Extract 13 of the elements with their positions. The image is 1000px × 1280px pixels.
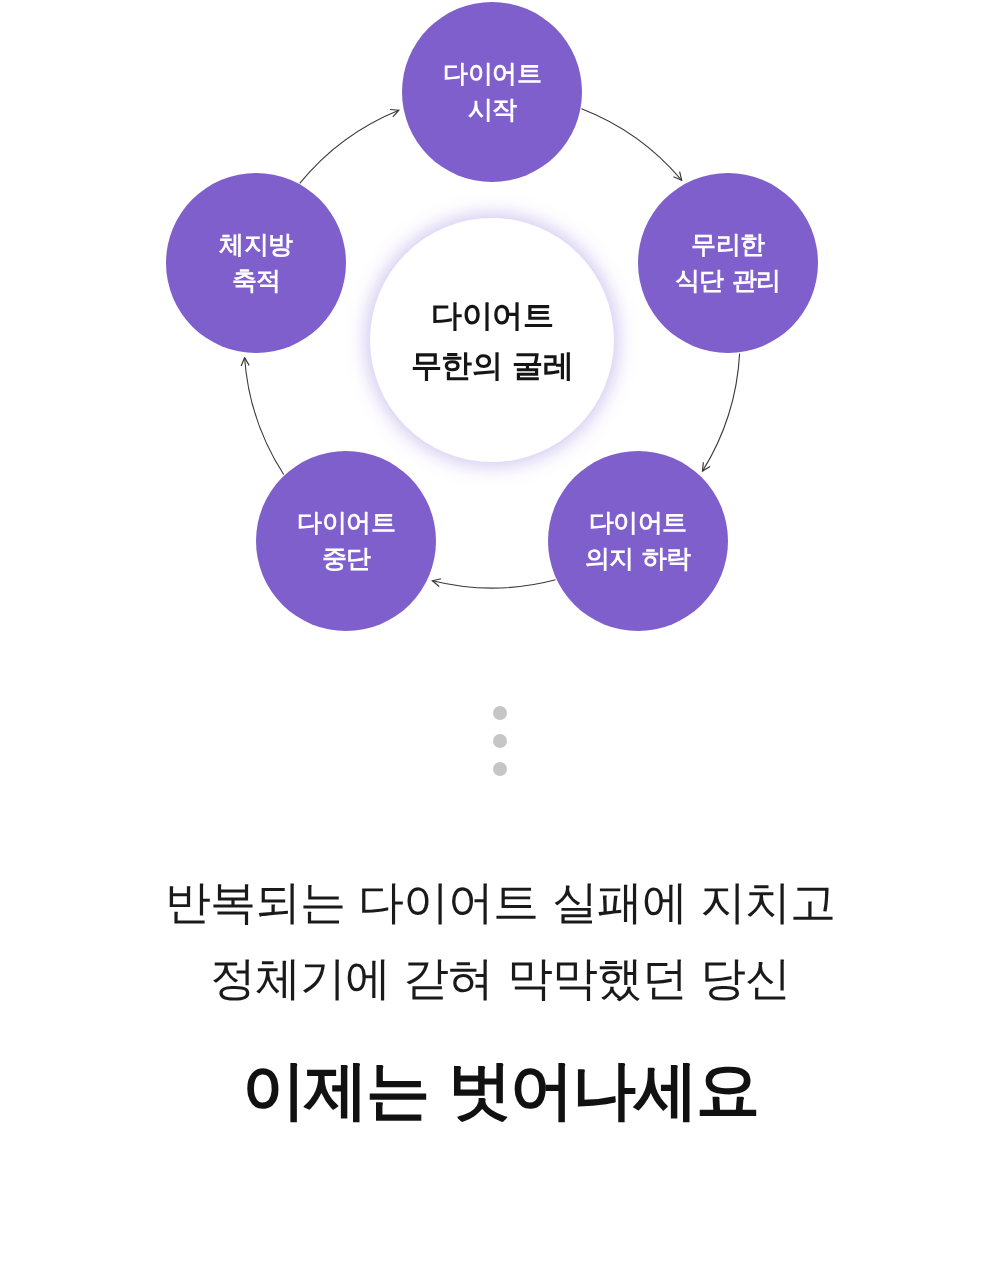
arrow — [431, 577, 557, 589]
arrow — [580, 108, 683, 181]
step-label: 다이어트 중단 — [296, 506, 397, 575]
step-label: 다이어트 시작 — [442, 58, 542, 126]
arrow — [701, 353, 741, 472]
arrow — [241, 357, 285, 476]
cycle-title: 다이어트 무한의 굴레 — [409, 296, 575, 385]
intro-paragraph: 반복되는 다이어트 실패에 지치고 정체기에 갇혀 막막했던 당신 — [163, 874, 837, 1007]
arrow — [299, 109, 400, 184]
step-label: 다이어트 의지 하락 — [583, 506, 692, 575]
step-label: 체지방 축적 — [218, 229, 294, 298]
headline: 이제는 벗어나세요 — [240, 1052, 760, 1129]
step-label: 무리한 식단 관리 — [673, 229, 782, 298]
